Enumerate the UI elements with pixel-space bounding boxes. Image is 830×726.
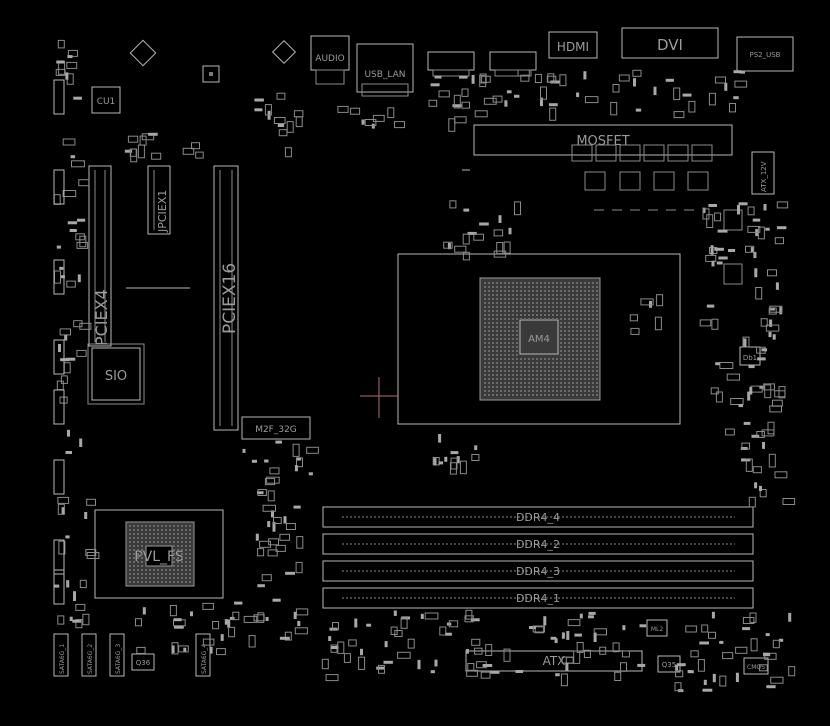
sata-header-4[interactable]: SATA6G_4: [195, 633, 211, 677]
atx-power-connector[interactable]: ATX: [465, 650, 643, 672]
audio-connector[interactable]: AUDIO: [310, 35, 350, 85]
pciex16-label: PCIEX16: [220, 263, 240, 334]
ddr4-slot-3[interactable]: DDR4_3: [322, 560, 754, 582]
pciex1-slot[interactable]: JPCIEX1: [147, 165, 171, 235]
ddr4-slot-1[interactable]: DDR4_4: [322, 506, 754, 528]
cmos-label: CMOS: [747, 664, 765, 671]
usb-lan-connector[interactable]: USB_LAN: [356, 43, 414, 97]
sio-label: SIO: [105, 369, 127, 384]
square-component-top: [202, 65, 220, 83]
ddr4-slot-1-label: DDR4_4: [516, 511, 560, 524]
ddr4-slot-4-label: DDR4_1: [516, 592, 560, 605]
ps2-usb-label: PS2_USB: [750, 51, 781, 59]
audio-label: AUDIO: [315, 54, 344, 64]
ddr4-slot-2[interactable]: DDR4_2: [322, 533, 754, 555]
ddr4-slot-2-label: DDR4_2: [516, 538, 560, 551]
dvi-label: DVI: [657, 36, 683, 54]
m2-label: M2F_32G: [255, 425, 297, 435]
passive-components: [53, 39, 796, 693]
ml2-component: ML2: [646, 619, 668, 637]
rotated-chip-a: [129, 39, 157, 67]
usb-lan-label: USB_LAN: [364, 70, 405, 80]
hdmi-label: HDMI: [557, 40, 589, 54]
cu1-chip[interactable]: CU1: [91, 86, 121, 114]
mosfet-area[interactable]: MOSFET: [473, 124, 733, 162]
pch-label: PVL_FS: [134, 549, 184, 565]
sata-3-label: SATA6G_3: [115, 644, 122, 674]
pch-chip[interactable]: PVL_FS: [94, 509, 224, 599]
dvi-connector[interactable]: DVI: [621, 27, 719, 59]
q36-label: Q36: [136, 659, 151, 667]
pciex16-slot[interactable]: PCIEX16: [213, 165, 240, 431]
atx12v-connector[interactable]: ATX_12V: [751, 151, 775, 195]
cu1-label: CU1: [97, 97, 116, 107]
usb-connector-a[interactable]: [427, 51, 475, 77]
mosfet-label: MOSFET: [576, 134, 629, 149]
ps2-usb-connector[interactable]: PS2_USB: [736, 36, 794, 72]
db1-component: Db1: [739, 346, 761, 366]
sata-header-3[interactable]: SATA6G_3: [109, 633, 125, 677]
pciex4-label: PCIEX4: [92, 289, 111, 346]
sio-chip[interactable]: SIO: [87, 343, 145, 405]
q35-label: Q35: [662, 661, 676, 669]
sata-2-label: SATA6G_2: [87, 644, 94, 674]
atx-label: ATX: [543, 654, 566, 668]
m2-slot[interactable]: M2F_32G: [241, 416, 311, 440]
q36-component: Q36: [131, 653, 155, 671]
sata-1-label: SATA6G_1: [59, 644, 66, 674]
sata-4-label: SATA6G_4: [201, 644, 208, 674]
atx12v-label: ATX_12V: [760, 161, 768, 192]
inductor-row: [584, 171, 743, 285]
sata-header-1[interactable]: SATA6G_1: [53, 633, 69, 677]
ml2-label: ML2: [651, 626, 664, 633]
db1-label: Db1: [743, 354, 757, 362]
ddr4-slot-3-label: DDR4_3: [516, 565, 560, 578]
hdmi-connector[interactable]: HDMI: [548, 31, 598, 59]
cmos-battery-header[interactable]: CMOS: [743, 657, 769, 675]
pciex1-label: JPCIEX1: [156, 190, 169, 233]
cpu-label: AM4: [528, 334, 550, 345]
crosshair-marker: [360, 377, 398, 418]
cpu-socket[interactable]: AM4: [397, 253, 681, 425]
usb-connector-b[interactable]: [489, 51, 537, 77]
ddr4-slot-4[interactable]: DDR4_1: [322, 587, 754, 609]
rotated-chip-b: [271, 39, 297, 65]
sata-header-2[interactable]: SATA6G_2: [81, 633, 97, 677]
pciex4-slot[interactable]: PCIEX4: [88, 165, 112, 347]
